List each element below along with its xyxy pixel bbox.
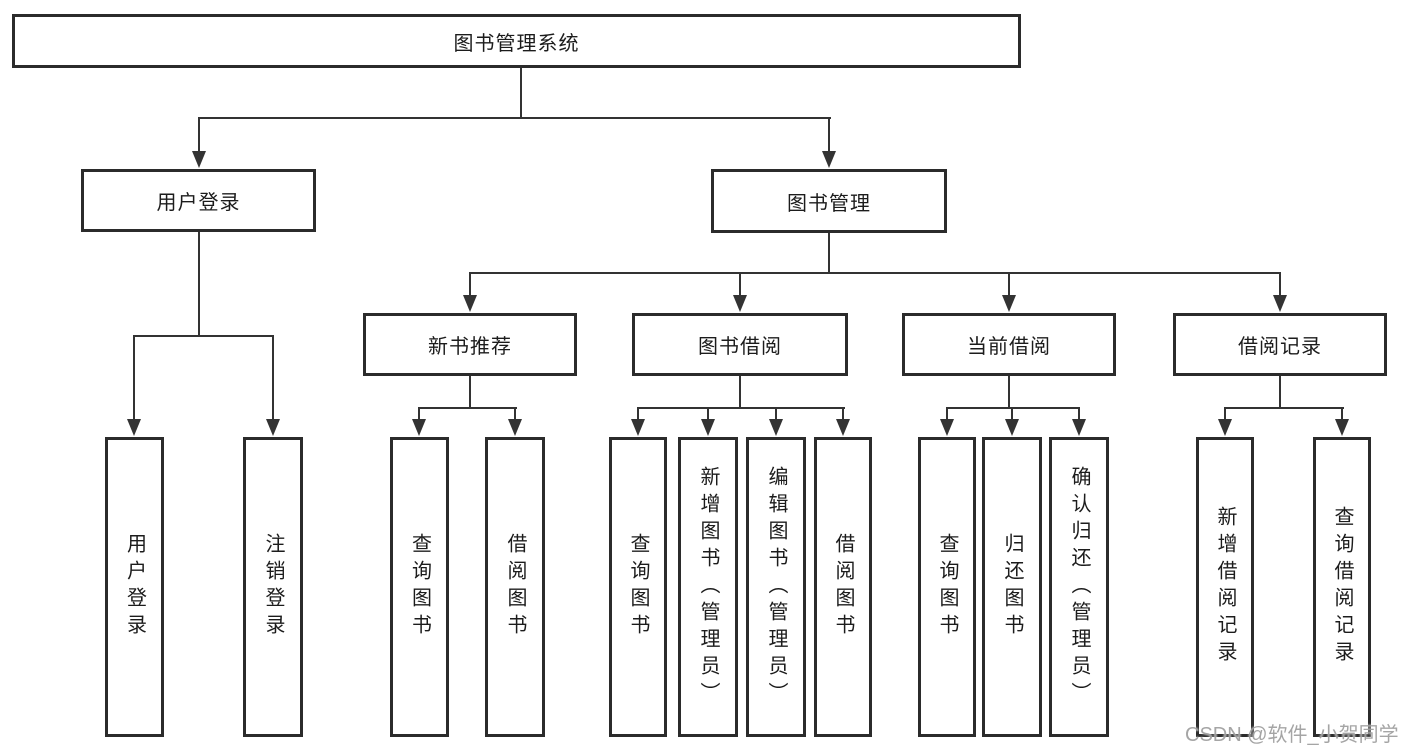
leaf-user-login: 用户登录 — [105, 437, 164, 737]
connector-new-book-bar — [418, 407, 517, 409]
connector-drop-user-login — [198, 117, 200, 153]
connector-borrowing-records-bar — [1224, 407, 1344, 409]
arrow-down-icon — [631, 419, 645, 436]
connector-drop — [1224, 407, 1226, 422]
leaf-query-books-3: 查询图书 — [918, 437, 976, 737]
arrow-down-icon — [1072, 419, 1086, 436]
arrow-down-icon — [1273, 295, 1287, 312]
connector-current-borrowing-bar — [946, 407, 1080, 409]
arrow-down-icon — [836, 419, 850, 436]
connector-drop — [775, 407, 777, 422]
connector-drop-new-book — [469, 272, 471, 298]
arrow-down-icon — [463, 295, 477, 312]
leaf-query-books-2: 查询图书 — [609, 437, 667, 737]
connector-drop-leaf-user-login — [133, 335, 135, 421]
connector-drop — [707, 407, 709, 422]
leaf-confirm-return-admin: 确认归还（管理员） — [1049, 437, 1109, 737]
arrow-down-icon — [769, 419, 783, 436]
leaf-edit-books-admin: 编辑图书（管理员） — [746, 437, 806, 737]
connector-user-login-stem — [198, 232, 200, 337]
connector-current-borrowing-stem — [1008, 376, 1010, 409]
node-current-borrowing: 当前借阅 — [902, 313, 1116, 376]
leaf-query-books-1: 查询图书 — [390, 437, 449, 737]
arrow-down-icon — [1005, 419, 1019, 436]
leaf-add-books-admin: 新增图书（管理员） — [678, 437, 738, 737]
connector-book-borrowing-bar — [637, 407, 845, 409]
arrow-down-icon — [1002, 295, 1016, 312]
connector-drop — [418, 407, 420, 422]
connector-drop — [842, 407, 844, 422]
csdn-watermark: CSDN @软件_小贺同学 — [1185, 724, 1399, 746]
connector-book-management-stem — [828, 233, 830, 273]
connector-drop-leaf-logout — [272, 335, 274, 421]
node-root: 图书管理系统 — [12, 14, 1021, 68]
arrow-down-icon — [701, 419, 715, 436]
node-book-borrowing: 图书借阅 — [632, 313, 848, 376]
connector-root-bar — [198, 117, 831, 119]
arrow-down-icon — [1335, 419, 1349, 436]
connector-root-stem — [520, 68, 522, 118]
connector-drop — [514, 407, 516, 422]
arrow-down-icon — [266, 419, 280, 436]
leaf-borrow-books-2: 借阅图书 — [814, 437, 872, 737]
node-new-book-recommend: 新书推荐 — [363, 313, 577, 376]
node-borrowing-records: 借阅记录 — [1173, 313, 1387, 376]
node-user-login: 用户登录 — [81, 169, 316, 232]
arrow-down-icon — [1218, 419, 1232, 436]
arrow-down-icon — [733, 295, 747, 312]
connector-drop — [1078, 407, 1080, 422]
connector-user-login-bar — [133, 335, 274, 337]
leaf-query-borrow-record: 查询借阅记录 — [1313, 437, 1371, 737]
connector-book-management-bar — [469, 272, 1281, 274]
arrow-down-icon — [940, 419, 954, 436]
arrow-down-icon — [192, 151, 206, 168]
arrow-down-icon — [508, 419, 522, 436]
leaf-add-borrow-record: 新增借阅记录 — [1196, 437, 1254, 737]
connector-drop — [946, 407, 948, 422]
arrow-down-icon — [822, 151, 836, 168]
leaf-logout: 注销登录 — [243, 437, 303, 737]
arrow-down-icon — [127, 419, 141, 436]
connector-drop-current-borrowing — [1008, 272, 1010, 298]
connector-drop-book-management — [828, 117, 830, 153]
arrow-down-icon — [412, 419, 426, 436]
leaf-return-books: 归还图书 — [982, 437, 1042, 737]
connector-borrowing-records-stem — [1279, 376, 1281, 409]
connector-drop — [1341, 407, 1343, 422]
leaf-borrow-books-1: 借阅图书 — [485, 437, 545, 737]
connector-drop-book-borrowing — [739, 272, 741, 298]
connector-new-book-stem — [469, 376, 471, 409]
connector-drop-borrowing-records — [1279, 272, 1281, 298]
node-book-management: 图书管理 — [711, 169, 947, 233]
connector-drop — [1011, 407, 1013, 422]
connector-drop — [637, 407, 639, 422]
connector-book-borrowing-stem — [739, 376, 741, 409]
